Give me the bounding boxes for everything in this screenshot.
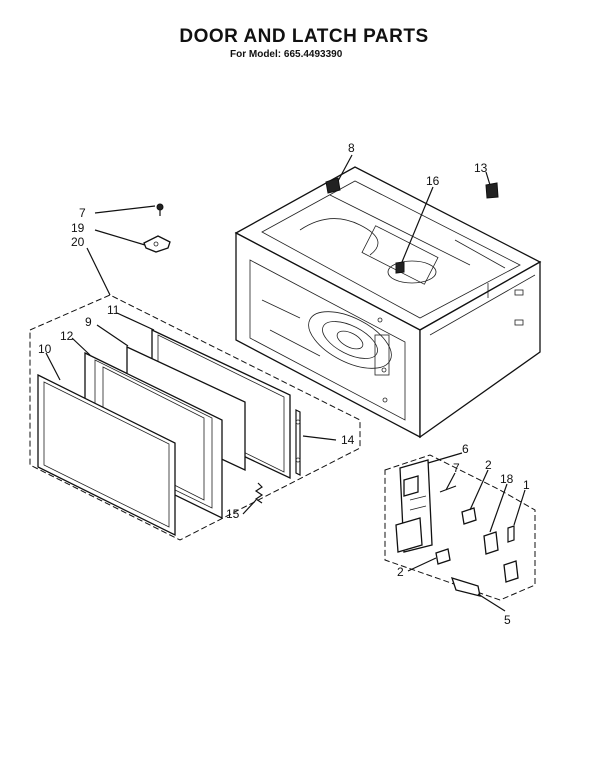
latch-assembly xyxy=(384,454,536,601)
callout-8: 8 xyxy=(348,141,355,155)
hinge-parts xyxy=(143,203,171,253)
callout-1: 1 xyxy=(523,478,530,492)
callout-20: 20 xyxy=(71,235,85,249)
callout-11: 11 xyxy=(107,303,120,317)
cavity-clips xyxy=(325,177,499,274)
callout-2-lower: 2 xyxy=(397,565,404,579)
callout-9: 9 xyxy=(85,315,92,329)
callout-19: 19 xyxy=(71,221,85,235)
page-title: DOOR AND LATCH PARTS xyxy=(179,26,429,47)
callout-18: 18 xyxy=(500,472,514,486)
callout-6: 6 xyxy=(462,442,469,456)
callout-2-upper: 2 xyxy=(485,458,492,472)
callout-7-hinge: 7 xyxy=(79,206,86,220)
callout-16: 16 xyxy=(426,174,440,188)
leader-lines xyxy=(45,154,526,612)
model-subtitle: For Model: 665.4493390 xyxy=(230,49,343,60)
callout-7-latch: 7 xyxy=(453,461,460,475)
callout-13: 13 xyxy=(474,161,488,175)
callout-labels: 7 19 20 8 16 13 11 9 12 10 14 15 6 7 2 1… xyxy=(38,141,530,627)
callout-15: 15 xyxy=(226,507,240,521)
callout-10: 10 xyxy=(38,342,52,356)
door-assembly xyxy=(29,294,361,541)
cavity-assembly xyxy=(234,166,542,439)
callout-14: 14 xyxy=(341,433,355,447)
callout-5: 5 xyxy=(504,613,511,627)
callout-12: 12 xyxy=(60,329,74,343)
